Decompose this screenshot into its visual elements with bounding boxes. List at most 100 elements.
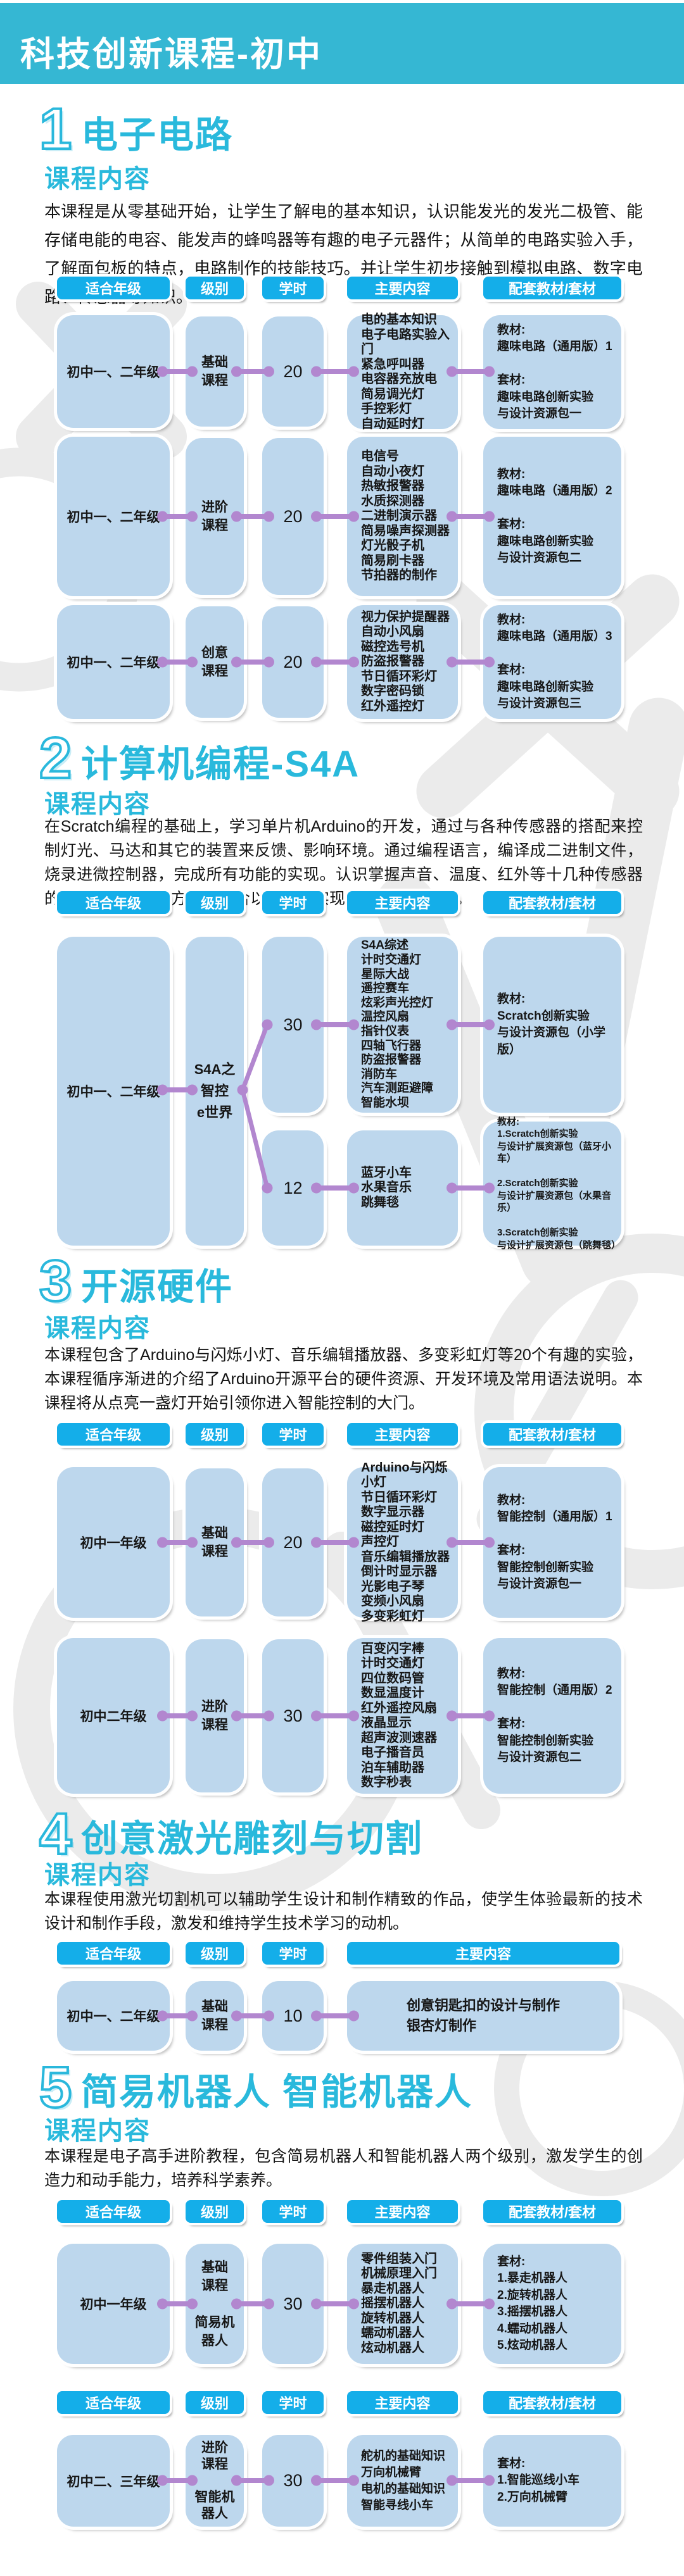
kit-cell: 套材: 1.智能巡线小车 2.万向机械臂 <box>483 2435 621 2527</box>
connector <box>452 514 490 519</box>
kit-text: 套材: 1.智能巡线小车 2.万向机械臂 <box>497 2456 580 2504</box>
kit-text: 教材: 智能控制（通用版）1 套材: 智能控制创新实验 与设计资源包一 <box>497 1493 612 1591</box>
column-header-content: 主要内容 <box>347 2200 458 2223</box>
connector <box>452 1022 490 1027</box>
column-header-grade: 适合年级 <box>57 1423 170 1446</box>
section1-title: 电子电路 <box>81 115 234 156</box>
section5-number: 5 <box>38 2055 73 2120</box>
grade-cell: 初中二年级 <box>57 1638 170 1794</box>
column-header-grade: 适合年级 <box>57 2391 170 2414</box>
level-text: 进阶 课程 <box>201 1699 228 1732</box>
level-text: 进阶 课程 <box>201 500 228 533</box>
connector <box>452 2478 490 2483</box>
column-header-level: 级别 <box>186 277 244 299</box>
connector <box>236 1713 269 1718</box>
connector <box>162 660 193 665</box>
connector <box>162 1540 193 1545</box>
content-cell: 电的基本知识 电子电路实验入门 紧急呼叫器 电容器充放电 简易调光灯 手控彩灯 … <box>347 313 458 431</box>
hours-text: 30 <box>283 2294 303 2313</box>
hours-text: 20 <box>283 1532 303 1552</box>
column-header-hours: 学时 <box>262 2200 324 2223</box>
grade-text: 初中一、二年级 <box>66 656 160 670</box>
content-text: 电信号 自动小夜灯 热敏报警器 水质探测器 二进制演示器 简易噪声探测器 灯光骰… <box>361 449 450 583</box>
connector <box>316 1540 354 1545</box>
section4-title: 创意激光雕刻与切割 <box>81 1818 424 1860</box>
connector <box>316 2301 354 2306</box>
connector <box>236 2013 269 2018</box>
level-text: 进阶 课程 智能机 器人 <box>194 2440 235 2521</box>
column-header-hours: 学时 <box>262 1942 324 1965</box>
kit-text: 教材: 1.Scratch创新实验 与设计扩展资源包（蓝牙小车） 2.Scrat… <box>497 1116 621 1251</box>
column-header-level: 级别 <box>186 2391 244 2414</box>
section4-subtitle: 课程内容 <box>44 1861 151 1889</box>
kit-cell: 教材: 智能控制（通用版）1 套材: 智能控制创新实验 与设计资源包一 <box>483 1467 621 1618</box>
column-header-content: 主要内容 <box>347 1423 458 1446</box>
grade-text: 初中二年级 <box>80 1710 147 1724</box>
hours-text: 20 <box>283 506 303 526</box>
content-text: 蓝牙小车 水果音乐 跳舞毯 <box>361 1165 412 1210</box>
content-text: 舵机的基础知识 万向机械臂 电机的基础知识 智能寻线小车 <box>361 2449 446 2512</box>
grade-cell: 初中一、二年级 <box>57 605 170 719</box>
grade-text: 初中一、二年级 <box>66 2010 160 2024</box>
kit-text: 教材: 趣味电路（通用版）3 套材: 趣味电路创新实验 与设计资源包三 <box>497 613 612 711</box>
kit-cell: 教材: 趣味电路（通用版）1 套材: 趣味电路创新实验 与设计资源包一 <box>483 315 621 429</box>
connector <box>452 1540 490 1545</box>
level-text: 基础 课程 <box>201 1526 228 1559</box>
grade-cell: 初中一年级 <box>57 2244 170 2364</box>
connector <box>316 660 354 665</box>
hours-text: 20 <box>283 361 303 381</box>
hours-text: 12 <box>283 1178 303 1197</box>
section5-title: 简易机器人 智能机器人 <box>81 2072 473 2113</box>
section2-number: 2 <box>38 726 73 791</box>
section5-subtitle: 课程内容 <box>44 2117 151 2145</box>
grade-cell: 初中一、二年级 <box>57 437 170 596</box>
content-cell: 视力保护提醒器 自动小风扇 磁控选号机 防盗报警器 节日循环彩灯 数字密码锁 红… <box>347 605 458 719</box>
content-text: S4A综述 计时交通灯 星际大战 遥控赛车 炫彩声光控灯 温控风扇 指针仪表 四… <box>361 939 434 1110</box>
connector <box>316 369 354 374</box>
kit-cell: 教材: 趣味电路（通用版）3 套材: 趣味电路创新实验 与设计资源包三 <box>483 605 621 719</box>
connector <box>316 2013 354 2018</box>
content-cell: S4A综述 计时交通灯 星际大战 遥控赛车 炫彩声光控灯 温控风扇 指针仪表 四… <box>347 937 458 1113</box>
grade-cell: 初中一、二年级 <box>57 315 170 428</box>
column-header-kit: 配套教材/套材 <box>483 2200 621 2223</box>
content-cell: 蓝牙小车 水果音乐 跳舞毯 <box>347 1130 458 1246</box>
fork-connector <box>237 1019 273 1194</box>
connector <box>162 2478 193 2483</box>
kit-text: 教材: 趣味电路（通用版）2 套材: 趣味电路创新实验 与设计资源包二 <box>497 467 612 565</box>
kit-cell: 教材: 智能控制（通用版）2 套材: 智能控制创新实验 与设计资源包二 <box>483 1638 621 1794</box>
column-header-level: 级别 <box>186 1423 244 1446</box>
section1-subtitle: 课程内容 <box>44 165 151 193</box>
section3-title: 开源硬件 <box>81 1266 234 1308</box>
connector <box>236 369 269 374</box>
column-header-level: 级别 <box>186 1942 244 1965</box>
section4-number: 4 <box>38 1802 73 1866</box>
connector <box>236 2478 269 2483</box>
connector <box>452 1713 490 1718</box>
column-header-hours: 学时 <box>262 1423 324 1446</box>
connector <box>162 2301 193 2306</box>
connector <box>162 2013 193 2018</box>
kit-cell: 教材: Scratch创新实验 与设计资源包（小学版） <box>483 937 621 1113</box>
grade-text: 初中二、三年级 <box>66 2474 160 2489</box>
content-text: 创意钥匙扣的设计与制作 银杏灯制作 <box>406 1998 560 2034</box>
connector <box>162 369 193 374</box>
content-cell: 电信号 自动小夜灯 热敏报警器 水质探测器 二进制演示器 简易噪声探测器 灯光骰… <box>347 437 458 596</box>
grade-cell: 初中一、二年级 <box>57 1981 170 2051</box>
section3-intro: 本课程包含了Arduino与闪烁小灯、音乐编辑播放器、多变彩虹灯等20个有趣的实… <box>44 1346 643 1412</box>
column-header-grade: 适合年级 <box>57 1942 170 1965</box>
grade-text: 初中一、二年级 <box>66 1085 160 1099</box>
connector <box>452 1185 490 1191</box>
kit-cell: 教材: 趣味电路（通用版）2 套材: 趣味电路创新实验 与设计资源包二 <box>483 437 621 596</box>
hours-text: 30 <box>283 1706 303 1725</box>
content-cell: 零件组装入门 机械原理入门 暴走机器人 摇摆机器人 旋转机器人 蠕动机器人 炫动… <box>347 2244 458 2364</box>
connector <box>452 660 490 665</box>
grade-text: 初中一、二年级 <box>66 365 160 380</box>
level-text: 基础 课程 简易机 器人 <box>194 2260 235 2348</box>
content-text: 电的基本知识 电子电路实验入门 紧急呼叫器 电容器充放电 简易调光灯 手控彩灯 … <box>361 313 450 431</box>
content-cell: 百变闪字棒 计时交通灯 四位数码管 数显温度计 红外遥控风扇 液晶显示 超声波测… <box>347 1638 458 1794</box>
column-header-content: 主要内容 <box>347 2391 458 2414</box>
section4-intro: 本课程使用激光切割机可以辅助学生设计和制作精致的作品，使学生体验最新的技术设计和… <box>44 1891 643 1932</box>
content-text: Arduino与闪烁小灯 节日循环彩灯 数字显示器 磁控延时灯 声控灯 音乐编辑… <box>361 1460 450 1623</box>
column-header-kit: 配套教材/套材 <box>483 2391 621 2414</box>
section2-subtitle: 课程内容 <box>44 791 151 818</box>
